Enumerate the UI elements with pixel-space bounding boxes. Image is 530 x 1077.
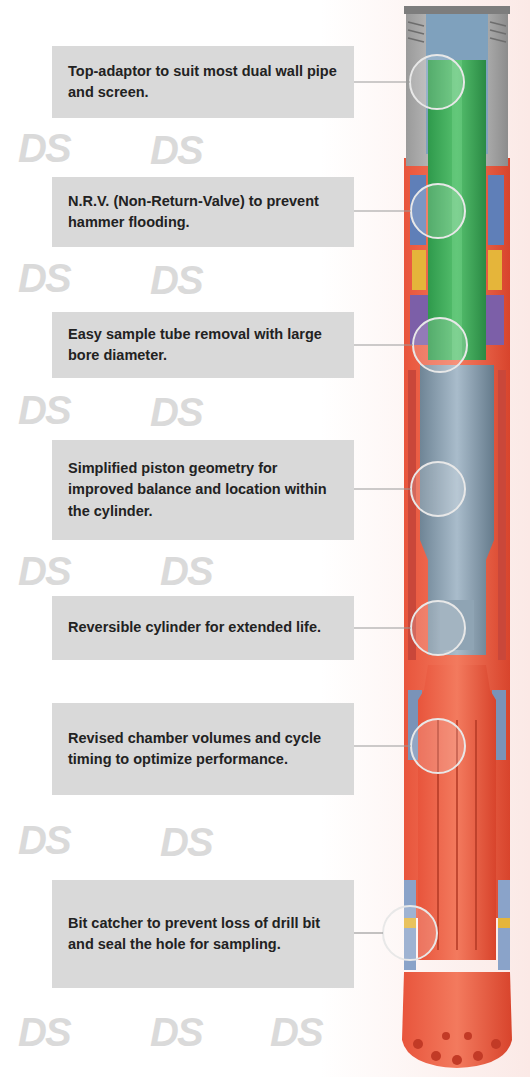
callout-box: Reversible cylinder for extended life. [52, 596, 354, 660]
callout-box: Simplified piston geometry for improved … [52, 440, 354, 540]
watermark: DS [160, 822, 212, 862]
callout-box: Bit catcher to prevent loss of drill bit… [52, 880, 354, 988]
watermark: DS [18, 820, 70, 860]
callout-text: Bit catcher to prevent loss of drill bit… [68, 913, 342, 955]
callout-text: Reversible cylinder for extended life. [68, 617, 321, 638]
callout-box: Revised chamber volumes and cycle timing… [52, 703, 354, 795]
watermark: DS [150, 260, 202, 300]
watermark: DS [18, 551, 70, 591]
callout-box: N.R.V. (Non-Return-Valve) to prevent ham… [52, 177, 354, 247]
watermark: DS [160, 551, 212, 591]
callout-box: Easy sample tube removal with large bore… [52, 312, 354, 378]
callout-text: Simplified piston geometry for improved … [68, 458, 342, 521]
callout-text: Revised chamber volumes and cycle timing… [68, 728, 342, 770]
callout-text: Top-adaptor to suit most dual wall pipe … [68, 61, 342, 103]
watermark: DS [18, 258, 70, 298]
callout-text: N.R.V. (Non-Return-Valve) to prevent ham… [68, 191, 342, 233]
watermark: DS [150, 392, 202, 432]
watermark: DS [18, 1012, 70, 1052]
watermark: DS [270, 1012, 322, 1052]
watermark: DS [150, 130, 202, 170]
callout-text: Easy sample tube removal with large bore… [68, 324, 342, 366]
watermark: DS [150, 1012, 202, 1052]
watermark: DS [18, 128, 70, 168]
callout-box: Top-adaptor to suit most dual wall pipe … [52, 46, 354, 118]
watermark: DS [18, 390, 70, 430]
